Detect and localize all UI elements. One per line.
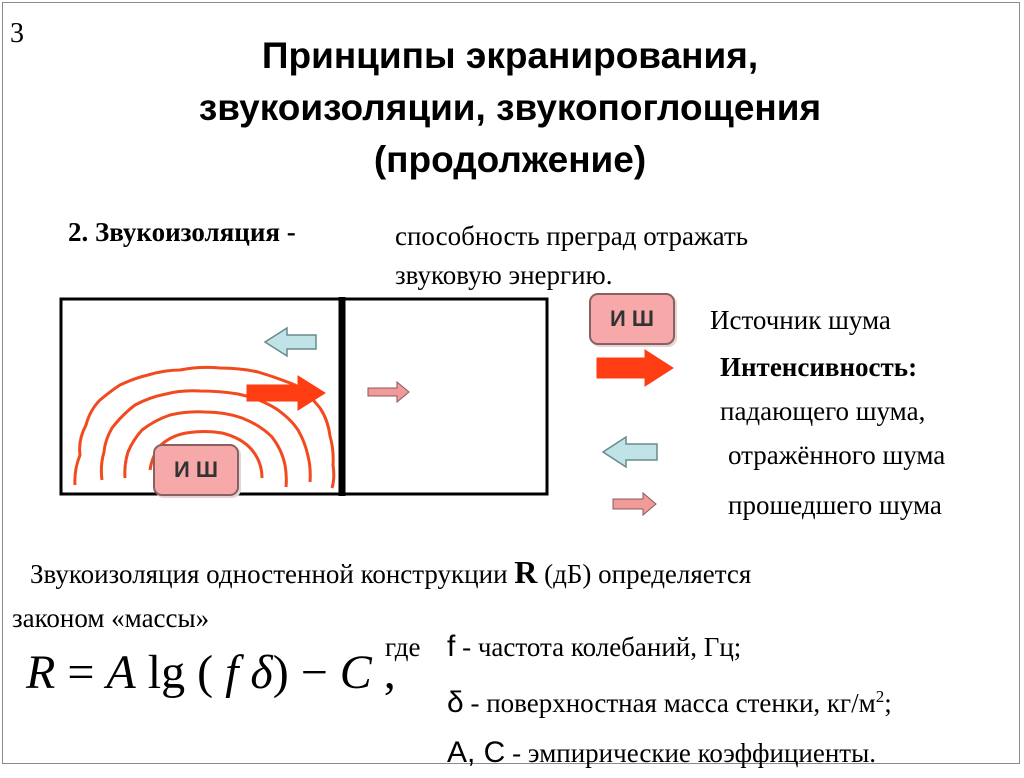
mass-law-text-after: (дБ) определяется — [537, 559, 752, 589]
noise-source-badge-legend: И Ш — [589, 293, 675, 345]
definition-delta-end: ; — [884, 688, 892, 718]
wave-front-outer — [73, 365, 336, 489]
where-lead: где — [385, 632, 421, 662]
title-line-3: (продолжение) — [373, 139, 647, 180]
definition-row-delta: δ - поверхностная масса стенки, кг/м2; — [385, 672, 892, 728]
definition-line-2: звуковую энергию. — [395, 260, 613, 290]
title-line-1: Принципы экранирования, — [261, 35, 759, 76]
mass-law-formula: R = A lg ( f δ) − C , — [26, 645, 396, 700]
symbol-f: f — [447, 630, 456, 663]
legend-incident-text: падающего шума, — [720, 396, 926, 426]
formula-equals: = — [55, 646, 107, 699]
definition-row-ac: A, C - эмпирические коэффициенты. — [385, 728, 892, 778]
legend-reflected-text: отражённого шума — [728, 440, 946, 470]
definition-ac-text: - эмпирические коэффициенты. — [505, 738, 876, 768]
symbol-ac: A, C — [447, 736, 506, 769]
slide-title: Принципы экранирования, звукоизоляции, з… — [60, 30, 960, 186]
definition-f-text: - частота колебаний, Гц; — [455, 632, 742, 662]
mass-law-statement: Звукоизоляция одностенной конструкции R … — [12, 550, 1012, 640]
transmitted-arrow-legend — [612, 491, 657, 517]
formula-delta: δ — [238, 646, 273, 699]
reflected-arrow-legend — [601, 435, 658, 469]
formula-close-paren: ) − — [272, 646, 340, 699]
definition-delta-sup: 2 — [875, 687, 885, 706]
mass-law-symbol-r: R — [514, 554, 538, 590]
mass-law-text-before: Звукоизоляция одностенной конструкции — [30, 559, 515, 589]
incident-arrow-legend — [596, 349, 674, 387]
definition-text: способность преград отражать звуковую эн… — [395, 217, 915, 295]
formula-comma: , — [371, 646, 396, 699]
formula-open-paren: ( — [197, 646, 226, 699]
transmitted-arrow-diagram — [367, 380, 410, 404]
formula-f: f — [225, 646, 239, 699]
slide-frame — [2, 2, 1020, 764]
legend-transmitted-text: прошедшего шума — [728, 490, 942, 520]
mass-law-line-2: законом «массы» — [12, 603, 210, 633]
legend-source-text: Источник шума — [710, 305, 891, 335]
formula-lg: lg — [135, 646, 198, 699]
reflected-arrow-diagram — [263, 326, 317, 358]
incident-arrow-diagram — [246, 375, 326, 411]
definition-term: 2. Звукоизоляция - — [68, 217, 296, 247]
wave-front-3 — [123, 410, 288, 488]
title-line-2: звукоизоляции, звукопоглощения — [198, 87, 822, 128]
definition-delta-text: - поверхностная масса стенки, кг/м — [463, 688, 876, 718]
formula-r: R — [26, 646, 56, 699]
legend-intensity-title: Интенсивность: — [720, 352, 918, 382]
formula-a: A — [106, 646, 136, 699]
noise-source-badge-diagram: И Ш — [153, 444, 239, 496]
formula-c: C — [339, 646, 372, 699]
wave-front-2 — [99, 389, 312, 483]
definition-line-1: способность преград отражать — [395, 221, 749, 251]
mass-law-line-1: Звукоизоляция одностенной конструкции R … — [12, 550, 1012, 596]
slide-number: 3 — [10, 18, 24, 49]
symbol-delta: δ — [447, 686, 464, 719]
